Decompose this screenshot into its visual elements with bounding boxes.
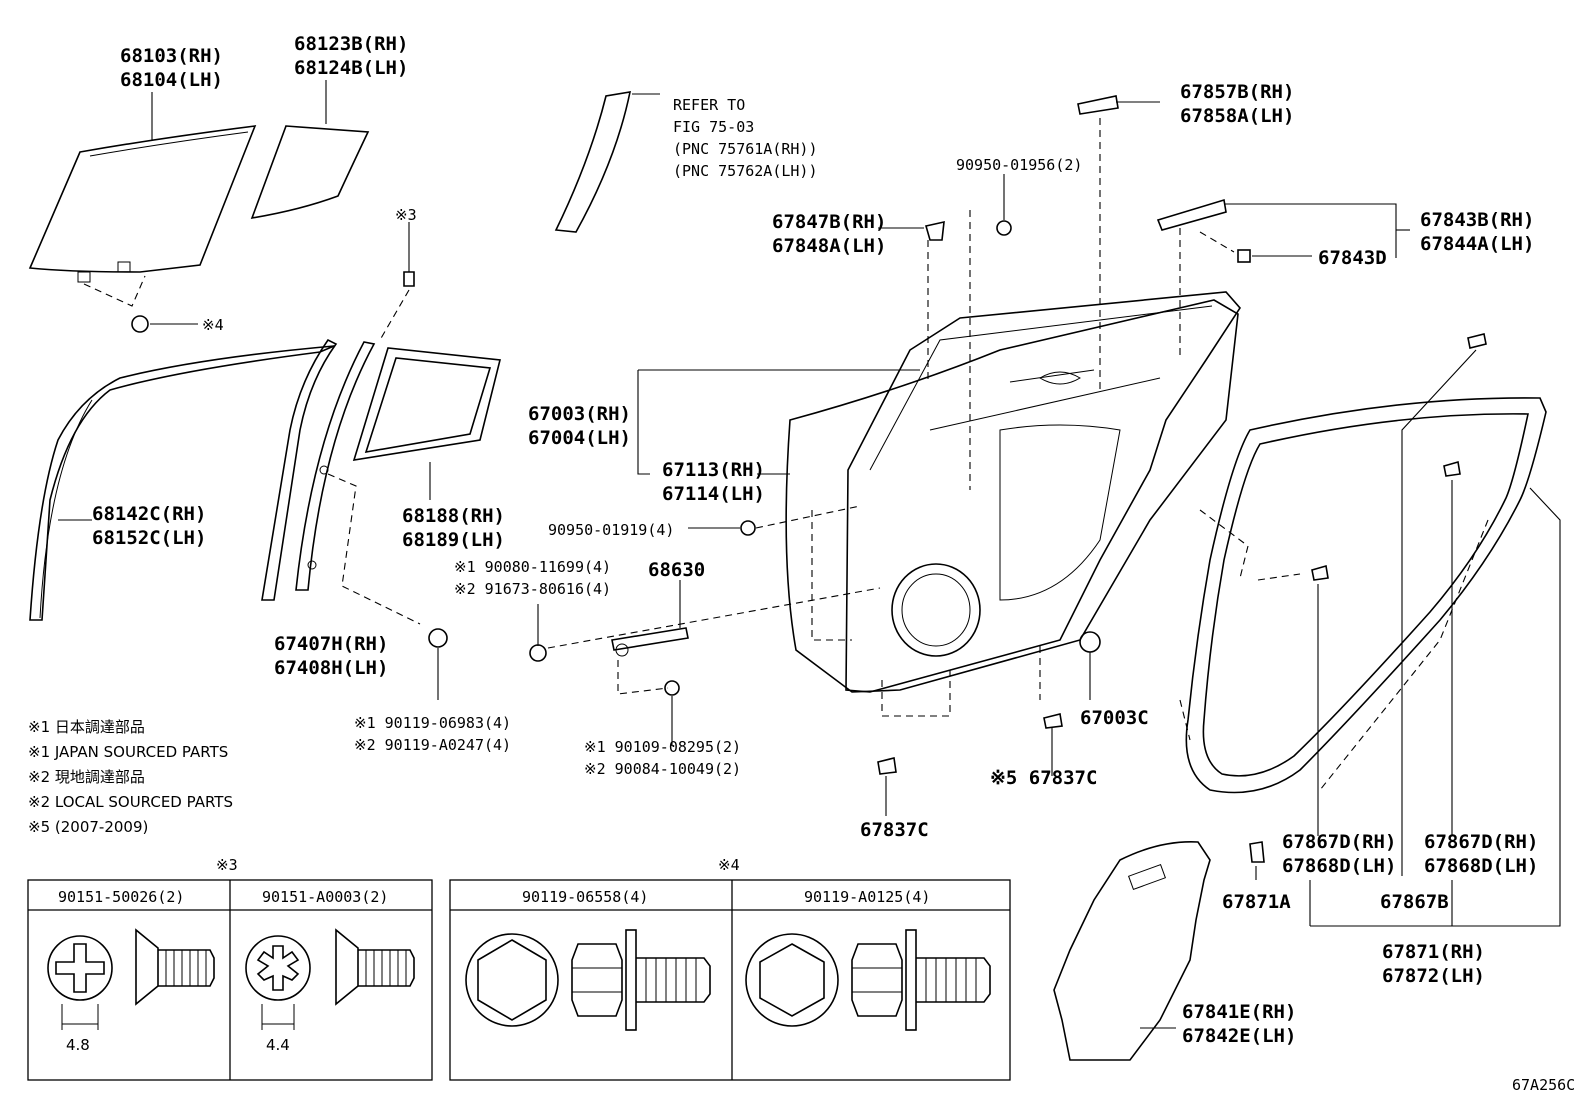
callout-ws-lh: 67872(LH) bbox=[1382, 965, 1485, 987]
door-frame-dashes bbox=[811, 118, 1101, 717]
callout-plug: 90950-01956(2) bbox=[956, 156, 1082, 174]
rear-channel[interactable] bbox=[295, 341, 421, 625]
refer-line-1: REFER TO bbox=[673, 96, 745, 114]
door-outer-panel[interactable] bbox=[785, 299, 1239, 693]
clip5-icon bbox=[1043, 713, 1063, 776]
callout-quarter-glass-rh: 68123B(RH) bbox=[294, 33, 408, 55]
callout-bracket-clip: 67843D bbox=[1318, 247, 1387, 269]
callout-hole-plug: 67003C bbox=[1080, 707, 1149, 729]
callout-bolt-c1: ※1 90109-08295(2) bbox=[584, 738, 741, 756]
callout-bolt-a1: ※1 90080-11699(4) bbox=[454, 558, 611, 576]
door-glass[interactable] bbox=[28, 125, 257, 273]
refer-line-2: FIG 75-03 bbox=[673, 118, 754, 136]
callout-ws-rh: 67871(RH) bbox=[1382, 941, 1485, 963]
callout-frame-rh: 68188(RH) bbox=[402, 505, 505, 527]
callout-run-rh: 68142C(RH) bbox=[92, 503, 206, 525]
callout-bracket-rh: 67843B(RH) bbox=[1420, 209, 1534, 231]
table-4-header: 90119-06558(4) bbox=[522, 888, 648, 906]
callout-plug2: 90950-01919(4) bbox=[548, 521, 674, 539]
callout-bolt-a2: ※2 91673-80616(4) bbox=[454, 580, 611, 598]
door-check-icon[interactable] bbox=[611, 580, 689, 695]
door-inner-panel[interactable] bbox=[845, 291, 1242, 693]
channel-bolt-icon bbox=[428, 628, 448, 700]
bracket-clip-icon bbox=[1199, 231, 1312, 263]
clip-bottom-icon bbox=[877, 757, 897, 816]
callout-bolt-c2: ※2 90084-10049(2) bbox=[584, 760, 741, 778]
table-4-header: 90119-A0125(4) bbox=[804, 888, 930, 906]
callout-quarter-glass-lh: 68124B(LH) bbox=[294, 57, 408, 79]
glass-run[interactable] bbox=[29, 345, 335, 621]
callout-film-rh: 67841E(RH) bbox=[1182, 1001, 1296, 1023]
callout-bolt-b1: ※1 90119-06983(4) bbox=[354, 714, 511, 732]
hinge-upper-icon bbox=[1077, 95, 1160, 115]
plug-icon bbox=[996, 174, 1012, 236]
fastener-table-4: ※4 90119-06558(4) 90119-A0125(4) bbox=[449, 856, 1011, 1081]
table-3-header: 90151-50026(2) bbox=[58, 888, 184, 906]
legend-item: ※1 JAPAN SOURCED PARTS bbox=[28, 743, 228, 761]
table-3-dim: 4.8 bbox=[66, 1036, 90, 1054]
callout-hinge-upper-lh: 67858A(LH) bbox=[1180, 105, 1294, 127]
callout-ws-clip-lh-2: 67868D(LH) bbox=[1424, 855, 1538, 877]
door-leaders bbox=[637, 369, 920, 475]
division-bar-channel[interactable] bbox=[261, 338, 338, 601]
callout-bracket-lh: 67844A(LH) bbox=[1420, 233, 1534, 255]
legend: ※1 日本調達部品 ※1 JAPAN SOURCED PARTS ※2 現地調達… bbox=[28, 718, 233, 836]
callout-frame-lh: 68189(LH) bbox=[402, 529, 505, 551]
screw-icon bbox=[379, 222, 415, 341]
callout-panel-rh: 67113(RH) bbox=[662, 459, 765, 481]
fastener-table-3: ※3 90151-50026(2) 90151-A0003(2) 4.8 4.4 bbox=[27, 856, 433, 1081]
callout-film-lh: 67842E(LH) bbox=[1182, 1025, 1296, 1047]
callout-clip-bottom: 67837C bbox=[860, 819, 929, 841]
callout-door-lh: 67004(LH) bbox=[528, 427, 631, 449]
bracket-icon bbox=[1156, 198, 1410, 360]
callout-bolt-b2: ※2 90119-A0247(4) bbox=[354, 736, 511, 754]
service-hole-film[interactable] bbox=[1053, 841, 1211, 1061]
callout-channel-lh: 67408H(LH) bbox=[274, 657, 388, 679]
pillar-garnish bbox=[554, 91, 660, 233]
plug2-icon bbox=[688, 505, 861, 536]
callout-ws-clip-rh-1: 67867D(RH) bbox=[1282, 831, 1396, 853]
callout-clip-rh: 67847B(RH) bbox=[772, 211, 886, 233]
callout-clip-lh: 67848A(LH) bbox=[772, 235, 886, 257]
callout-ws-clip-rh-2: 67867D(RH) bbox=[1424, 831, 1538, 853]
weatherstrip[interactable] bbox=[1179, 397, 1547, 794]
callout-run-lh: 68152C(LH) bbox=[92, 527, 206, 549]
refer-line-3: (PNC 75761A(RH)) bbox=[673, 140, 818, 158]
door-hole-plug-icon bbox=[1079, 631, 1101, 653]
glass-clips bbox=[77, 261, 146, 307]
callout-clip5: ※5 67837C bbox=[990, 767, 1097, 789]
callout-panel-lh: 67114(LH) bbox=[662, 483, 765, 505]
callout-ws-clip-lh-1: 67868D(LH) bbox=[1282, 855, 1396, 877]
mark-4: ※4 bbox=[202, 316, 224, 334]
callout-glass-lh: 68104(LH) bbox=[120, 69, 223, 91]
table-3-dim: 4.4 bbox=[266, 1036, 290, 1054]
legend-item: ※5 (2007-2009) bbox=[28, 818, 148, 836]
legend-item: ※1 日本調達部品 bbox=[28, 718, 145, 736]
table-3-mark: ※3 bbox=[216, 856, 238, 874]
mark-3: ※3 bbox=[395, 206, 417, 224]
legend-item: ※2 LOCAL SOURCED PARTS bbox=[28, 793, 233, 811]
diagram-code: 67A256C bbox=[1512, 1076, 1575, 1094]
table-3-header: 90151-A0003(2) bbox=[262, 888, 388, 906]
check-bolt-icon bbox=[529, 587, 881, 662]
callout-hinge-upper-rh: 67857B(RH) bbox=[1180, 81, 1294, 103]
callout-channel-rh: 67407H(RH) bbox=[274, 633, 388, 655]
quarter-frame[interactable] bbox=[352, 347, 501, 461]
table-4-mark: ※4 bbox=[718, 856, 740, 874]
callout-ws-clip-b: 67867B bbox=[1380, 891, 1449, 913]
ws-clip-icons bbox=[1249, 333, 1561, 927]
callout-glass-rh: 68103(RH) bbox=[120, 45, 223, 67]
legend-item: ※2 現地調達部品 bbox=[28, 768, 145, 786]
callout-door-rh: 67003(RH) bbox=[528, 403, 631, 425]
callout-check: 68630 bbox=[648, 559, 705, 581]
check-bolt2-icon bbox=[664, 680, 680, 746]
quarter-glass[interactable] bbox=[250, 125, 370, 220]
glass-bolt-icon bbox=[131, 315, 198, 333]
callout-ws-clip-a: 67871A bbox=[1222, 891, 1291, 913]
refer-line-4: (PNC 75762A(LH)) bbox=[673, 162, 818, 180]
clip-icon bbox=[878, 220, 945, 241]
